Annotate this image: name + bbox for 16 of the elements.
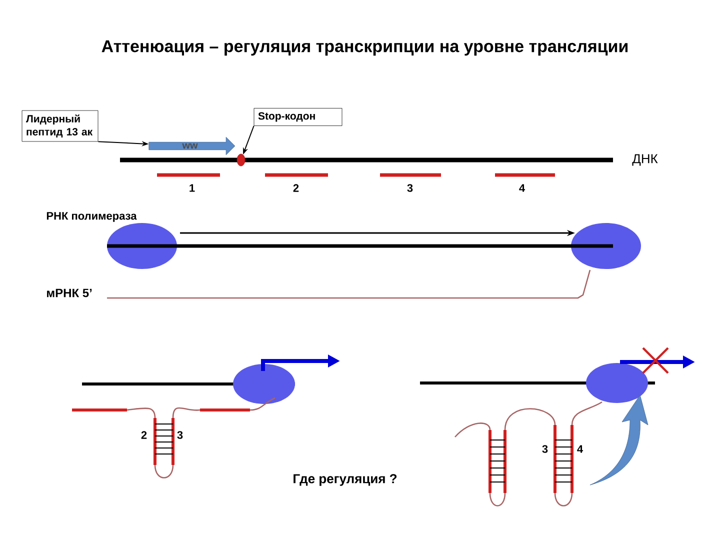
mrna-label: мРНК 5’: [47, 288, 92, 298]
region-number: 1: [190, 184, 195, 192]
callout-box: Stop-кодон: [254, 108, 342, 126]
region-number: 2: [141, 431, 147, 439]
question-text: Где регуляция ?: [294, 474, 397, 486]
region-number: 4: [519, 184, 525, 192]
region-number: 3: [542, 445, 548, 453]
polymerase-label: РНК полимераза: [46, 212, 137, 222]
callout-box: Лидерный пептид 13 ак: [22, 110, 98, 142]
region-number: 3: [407, 184, 413, 192]
region-number: 4: [577, 445, 583, 453]
region-number: 3: [177, 431, 183, 439]
title: Аттенюация – регуляция транскрипции на уровне трансляции: [102, 40, 628, 56]
region-number: 2: [293, 184, 299, 192]
stop-codon-dot: [236, 154, 246, 166]
dna-label: ДНК: [632, 154, 658, 166]
